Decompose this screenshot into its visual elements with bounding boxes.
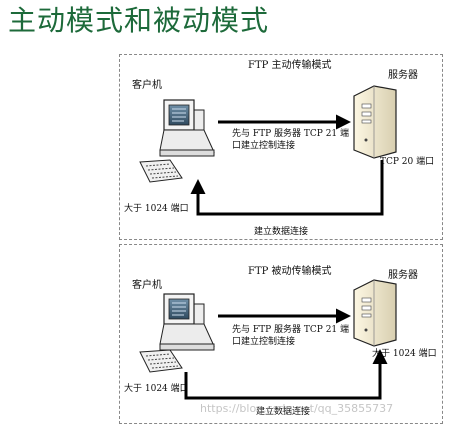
passive-client-port: 大于 1024 端口 bbox=[124, 384, 189, 394]
passive-server-icon bbox=[353, 279, 397, 347]
active-data-arrow bbox=[190, 160, 384, 216]
watermark-text: https://blog.csdn.net/qq_35855737 bbox=[200, 402, 394, 415]
passive-panel-title: FTP 被动传输模式 bbox=[248, 266, 332, 277]
active-mode-panel bbox=[119, 54, 443, 240]
passive-data-arrow bbox=[184, 349, 388, 400]
active-server-icon bbox=[353, 85, 397, 159]
passive-client-label: 客户机 bbox=[132, 280, 162, 291]
page-title: 主动模式和被动模式 bbox=[8, 4, 270, 37]
active-panel-title: FTP 主动传输模式 bbox=[248, 60, 332, 71]
active-client-label: 客户机 bbox=[132, 80, 162, 91]
passive-mode-panel bbox=[119, 244, 443, 424]
active-data-connection: 建立数据连接 bbox=[254, 227, 309, 237]
active-server-label: 服务器 bbox=[388, 70, 418, 81]
active-connect-text-2: 口建立控制连接 bbox=[232, 141, 296, 151]
active-client-computer-icon bbox=[139, 99, 215, 183]
passive-server-port: 大于 1024 端口 bbox=[372, 349, 437, 359]
passive-connect-text-1: 先与 FTP 服务器 TCP 21 端 bbox=[232, 325, 350, 335]
active-server-port: TCP 20 端口 bbox=[380, 157, 435, 167]
passive-client-computer-icon bbox=[139, 293, 215, 373]
passive-server-label: 服务器 bbox=[388, 270, 418, 281]
passive-data-connection: 建立数据连接 bbox=[256, 407, 311, 417]
active-client-port: 大于 1024 端口 bbox=[124, 204, 189, 214]
passive-connect-text-2: 口建立控制连接 bbox=[232, 337, 296, 347]
active-connect-text-1: 先与 FTP 服务器 TCP 21 端 bbox=[232, 129, 350, 139]
